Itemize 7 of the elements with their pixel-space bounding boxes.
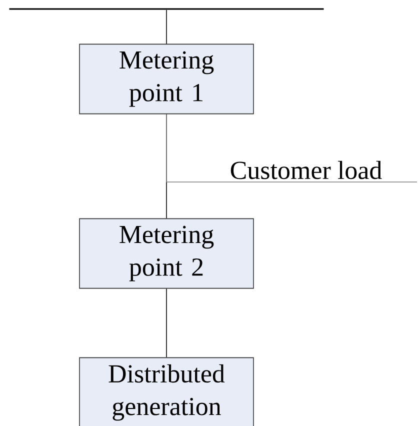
connector-line xyxy=(166,288,167,358)
connector-line xyxy=(166,10,167,44)
connector-line xyxy=(166,114,418,182)
process-box: Distributed generation xyxy=(79,357,254,426)
edge-label: Customer load xyxy=(230,160,382,180)
process-box: Metering point 1 xyxy=(79,44,254,114)
process-box: Metering point 2 xyxy=(79,218,254,289)
